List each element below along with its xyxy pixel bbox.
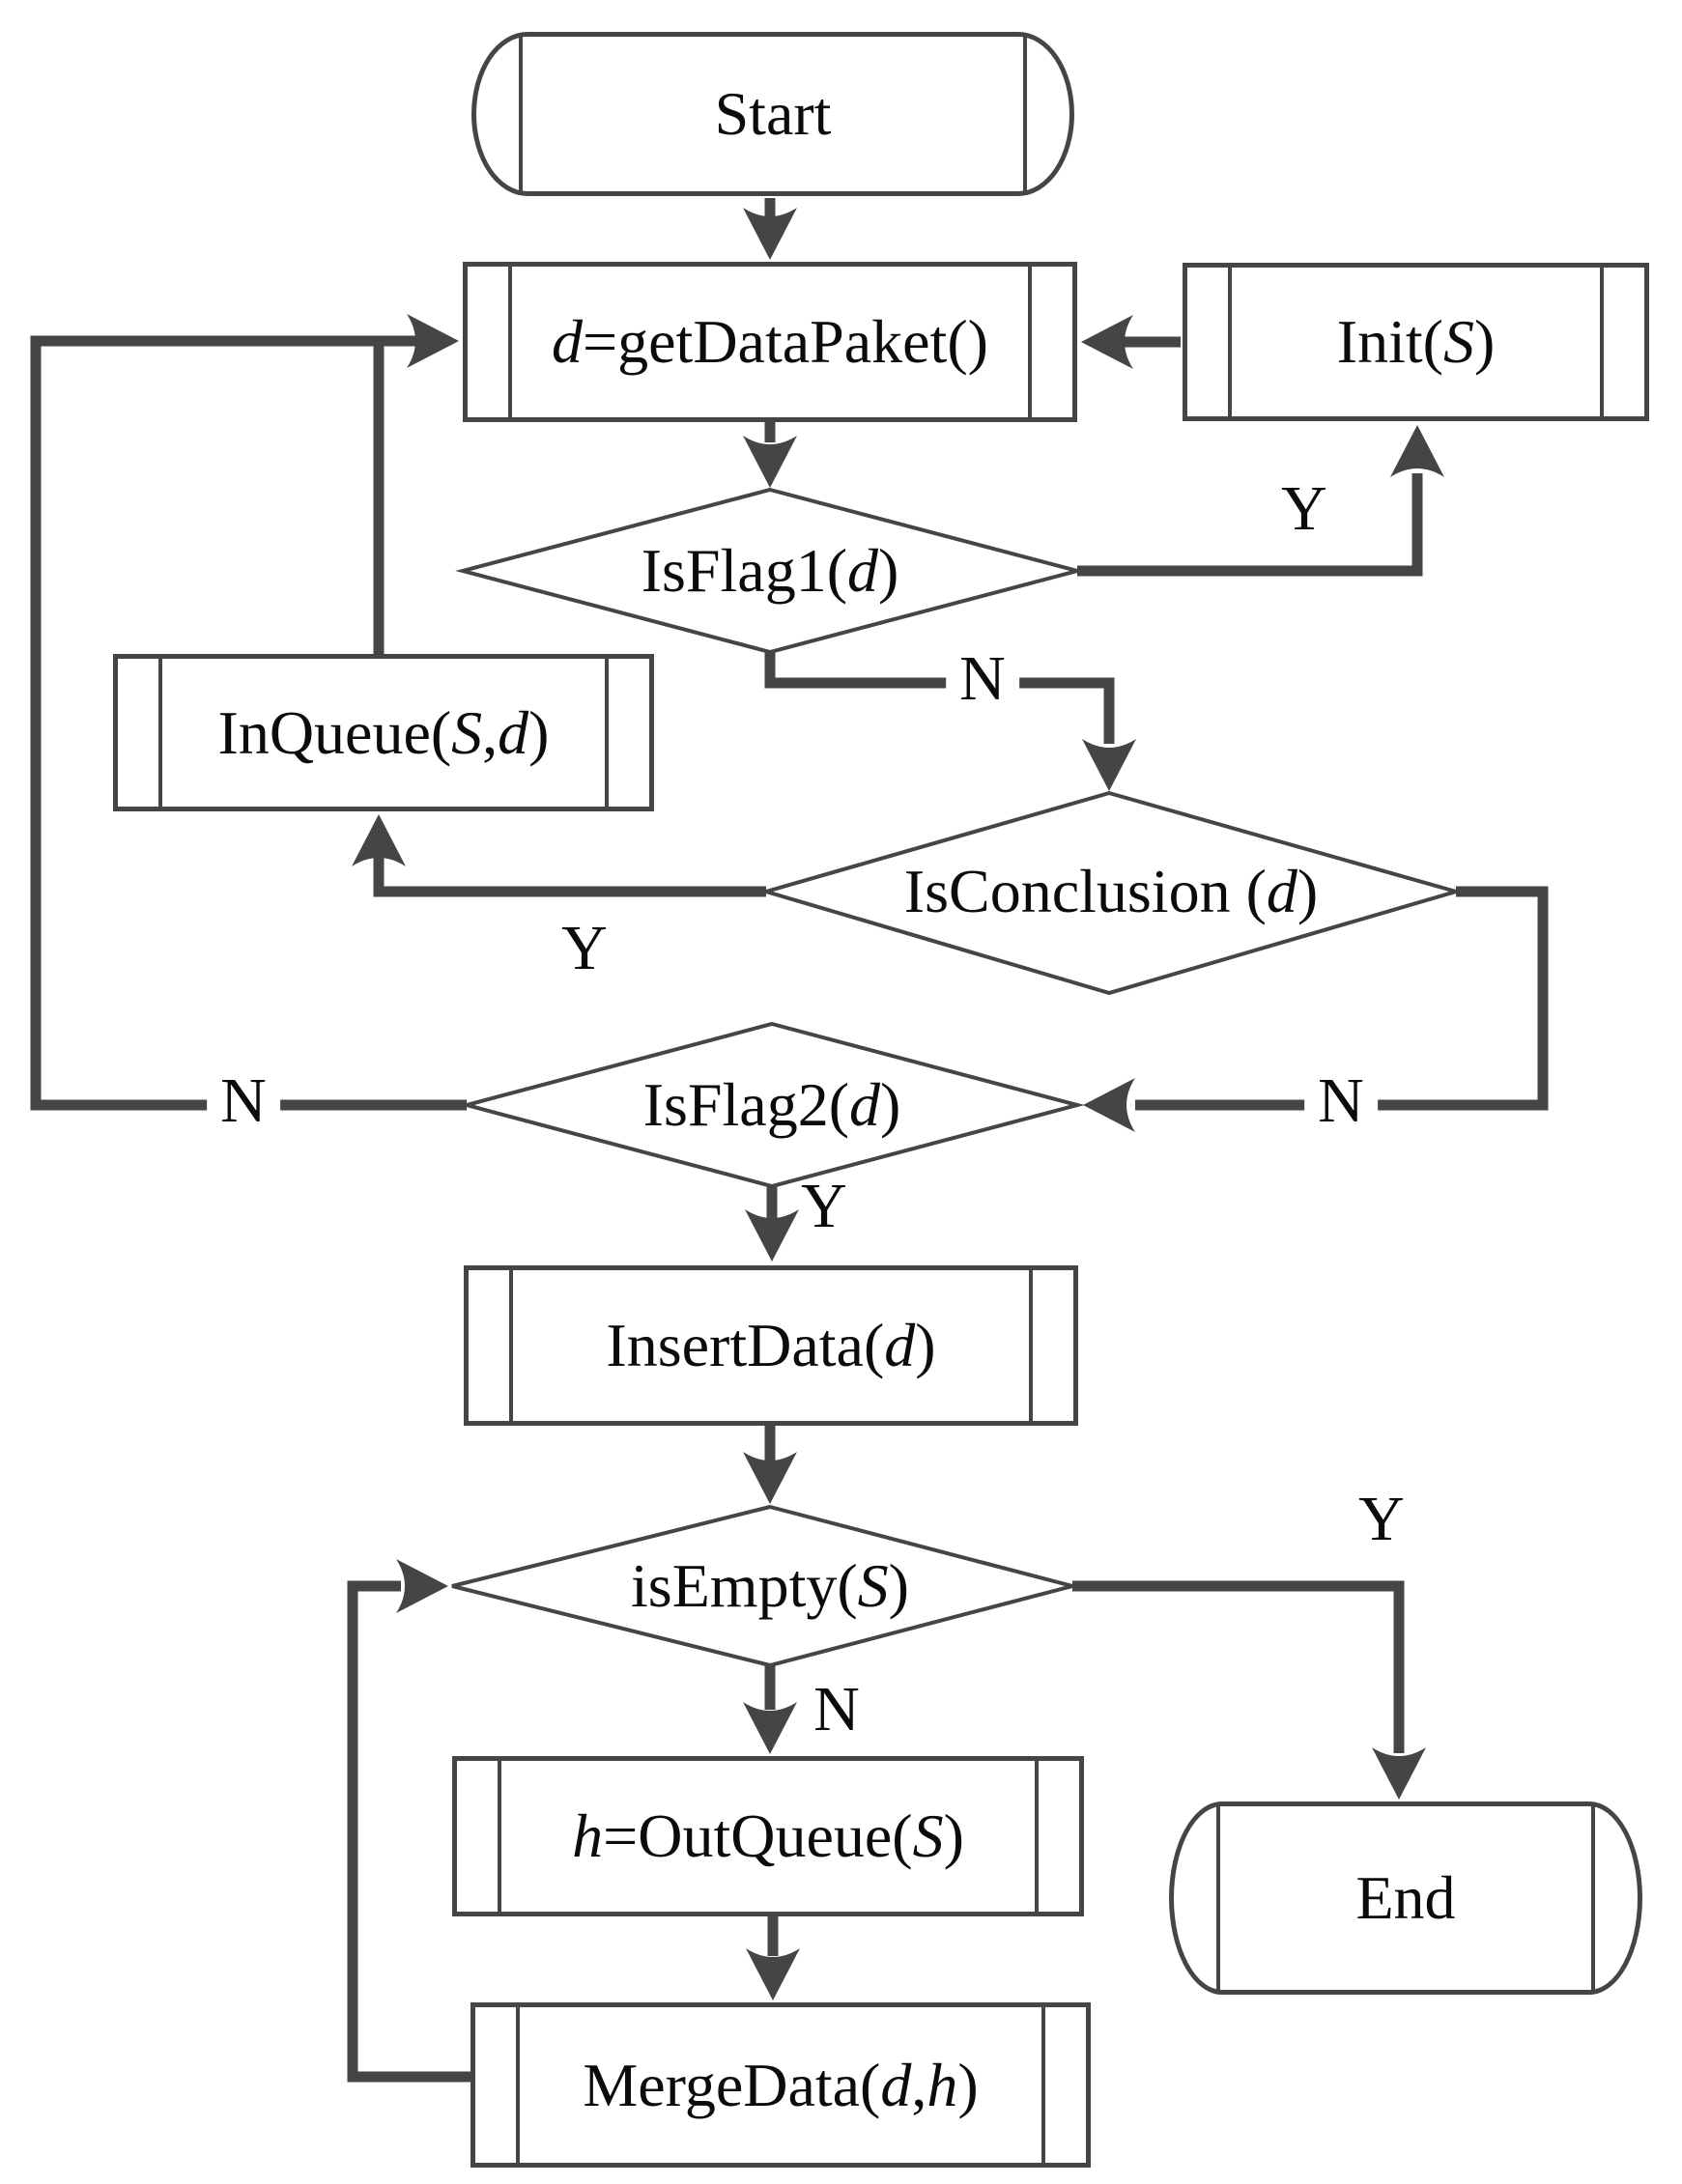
terminator-cap-line (519, 37, 523, 191)
predefined-process-line (508, 267, 512, 417)
node-isflag2-label: IsFlag2(d) (642, 1070, 901, 1139)
arrowhead-into-end-top (1372, 1747, 1426, 1800)
node-init-label: Init(S) (1336, 307, 1496, 376)
edge-label-isconclusion-no: N (1304, 1067, 1378, 1135)
edge-label-isempty-yes: Y (1358, 1484, 1405, 1554)
predefined-process-line (1041, 2007, 1045, 2163)
decision-isconclusion-shape (758, 790, 1464, 996)
node-start-label: Start (714, 79, 832, 148)
predefined-process-line (1029, 1270, 1033, 1421)
edge-isflag1-y-to-init (1077, 473, 1423, 577)
decision-isflag2-shape (459, 1021, 1085, 1189)
node-insertdata-process: InsertData(d) (464, 1265, 1078, 1426)
terminator-cap-line (1023, 37, 1027, 191)
node-inqueue-process: InQueue(S,d) (113, 654, 654, 811)
node-end-label: End (1355, 1863, 1456, 1932)
predefined-process-line (516, 2007, 520, 2163)
node-isflag1-label: IsFlag1(d) (641, 536, 899, 605)
predefined-process-line (1035, 1761, 1039, 1912)
arrowhead-into-getdatapaket-top (743, 208, 797, 260)
terminator-cap-line (1216, 1806, 1220, 1990)
edge-mergedata-loop-to-isempty (347, 1580, 470, 2083)
edge-label-isempty-no: N (813, 1674, 860, 1744)
node-inqueue-label: InQueue(S,d) (217, 697, 550, 767)
arrowhead-into-mergedata-top (746, 1948, 800, 2000)
node-mergedata-process: MergeData(d,h) (470, 2002, 1091, 2168)
node-end-terminator: End (1169, 1801, 1642, 1995)
decision-isflag1-shape (455, 487, 1085, 655)
edge-isempty-y-to-end (1072, 1580, 1405, 1753)
arrowhead-into-isconclusion-top (1082, 739, 1136, 791)
arrowhead-into-getdatapaket-right (1081, 315, 1133, 369)
node-insertdata-label: InsertData(d) (606, 1311, 936, 1379)
edge-label-isconclusion-yes: Y (561, 913, 608, 983)
predefined-process-line (158, 659, 162, 807)
arrowhead-into-isempty-top (743, 1452, 797, 1504)
edge-label-isflag2-no: N (207, 1067, 280, 1135)
arrowhead-into-init-bottom (1390, 425, 1444, 477)
edge-label-isflag2-yes: Y (801, 1171, 847, 1241)
arrowhead-into-getdatapaket-left (407, 314, 459, 368)
terminator-cap-line (1591, 1806, 1595, 1990)
predefined-process-line (1228, 268, 1232, 416)
arrowhead-into-inqueue-bottom (352, 814, 406, 866)
arrowhead-into-insertdata-top (745, 1209, 799, 1262)
node-init-process: Init(S) (1183, 263, 1649, 421)
node-getdatapaket-label: d=getDataPaket() (552, 307, 988, 376)
decision-isempty-shape (451, 1504, 1080, 1668)
node-outqueue-process: h=OutQueue(S) (452, 1756, 1084, 1916)
edge-label-isflag1-no: N (946, 645, 1019, 713)
arrowhead-into-isflag2-right (1083, 1078, 1135, 1132)
edge-isflag1-n-to-isconclusion (764, 650, 1115, 744)
predefined-process-line (1600, 268, 1604, 416)
edge-label-isflag1-yes: Y (1281, 473, 1327, 544)
predefined-process-line (498, 1761, 501, 1912)
node-isconclusion-label: IsConclusion (d) (903, 857, 1319, 925)
node-outqueue-label: h=OutQueue(S) (572, 1801, 964, 1870)
arrowhead-into-outqueue-top (743, 1702, 797, 1754)
node-start-terminator: Start (471, 32, 1074, 196)
node-isempty-label: isEmpty(S) (631, 1551, 909, 1620)
arrowhead-into-isempty-left (396, 1559, 448, 1613)
node-getdatapaket-process: d=getDataPaket() (463, 262, 1077, 422)
node-mergedata-label: MergeData(d,h) (583, 2050, 979, 2119)
arrowhead-into-isflag1 (743, 436, 797, 488)
predefined-process-line (509, 1270, 513, 1421)
predefined-process-line (605, 659, 609, 807)
edge-isconclusion-y-to-inqueue (373, 858, 766, 897)
predefined-process-line (1028, 267, 1032, 417)
